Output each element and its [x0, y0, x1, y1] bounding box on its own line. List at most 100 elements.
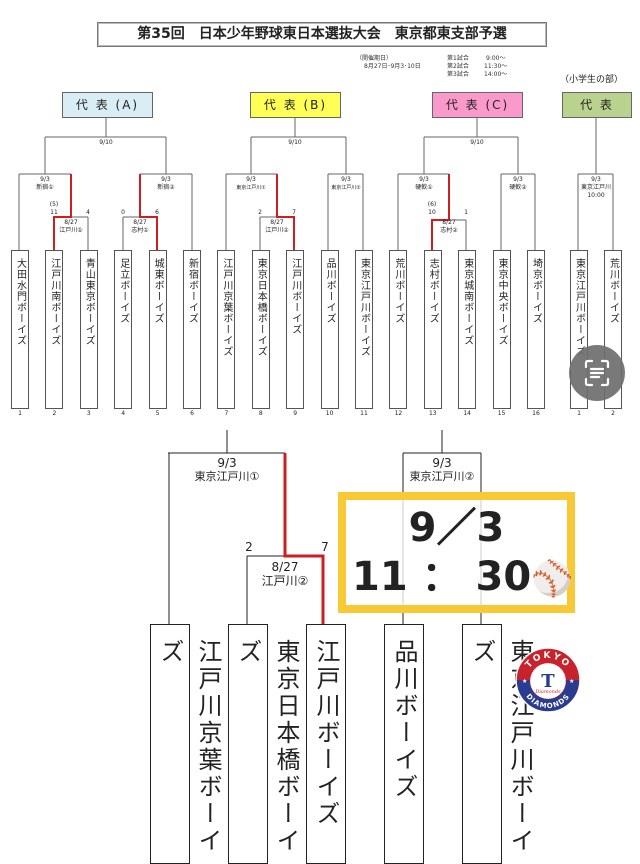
scan-icon — [584, 359, 610, 387]
game-3-label: 第3試合 — [447, 71, 469, 78]
semi-venue: 新宿① — [36, 184, 54, 191]
score-left: 2 — [258, 209, 262, 216]
team-name: 大田水門ボーイズ — [14, 258, 26, 346]
team-name: 青山東京ボーイズ — [83, 258, 95, 346]
team-seed: 7 — [224, 410, 229, 417]
zoomed-team-name: 江戸川ボーイズ — [312, 639, 340, 828]
score-right: 4 — [86, 209, 90, 216]
semi-date: 9/3 — [341, 176, 351, 183]
team-box: 新宿ボーイズ — [183, 250, 201, 409]
team-name: 東京城南ボーイズ — [461, 258, 473, 346]
zoomed-team-box: 東京日本橋ボーイズ — [228, 624, 300, 864]
team-seed: 4 — [121, 410, 126, 417]
team-seed: 8 — [258, 410, 263, 417]
game-2-label: 第2試合 — [447, 63, 469, 70]
representative-b-box: 代 表 (B) — [250, 92, 341, 118]
zoom-semi-2-venue: 東京江戸川② — [409, 470, 475, 483]
semi-venue: 新宿② — [157, 184, 175, 191]
team-name: 江戸川南ボーイズ — [48, 258, 60, 346]
representative-elementary-box: 代 表 — [562, 92, 632, 118]
team-seed: 14 — [463, 410, 471, 417]
team-name: 品川ボーイズ — [324, 258, 336, 324]
elementary-label: （小学生の部） — [560, 75, 624, 85]
semi-venue: 東京江戸川 — [580, 184, 612, 191]
overlay-time: 11 ： 30 — [352, 554, 532, 600]
score-right: 6 — [155, 209, 159, 216]
score-right: 1 — [464, 209, 468, 216]
scan-text-button[interactable] — [569, 345, 625, 401]
zoomed-team-name: 品川ボーイズ — [390, 639, 418, 801]
overlay-date: 9／3 — [408, 505, 505, 551]
team-name: 東京江戸川ボーイズ — [358, 258, 370, 357]
zoom-first-round-date: 8/27 — [271, 560, 299, 574]
score-right: 7 — [292, 209, 296, 216]
game-2-time: 11:30〜 — [484, 63, 508, 70]
team-box: 江戸川ボーイズ — [286, 250, 305, 409]
team-box: 東京日本橋ボーイズ — [251, 250, 270, 409]
team-name: 荒川ボーイズ — [607, 258, 619, 324]
final-date: 9/10 — [288, 139, 302, 146]
team-box: 埼京ボーイズ — [527, 250, 545, 409]
team-seed: 11 — [360, 410, 368, 417]
semi-date: 9/3 — [161, 176, 171, 183]
tournament-title: 第35回 日本少年野球東日本選抜大会 東京都東支部予選 — [97, 22, 547, 47]
team-box: 荒川ボーイズ — [389, 250, 408, 409]
semi-date: 9/3 — [419, 176, 429, 183]
zoomed-team-box: 江戸川京葉ボーイズ — [150, 624, 222, 864]
team-box: 東京江戸川ボーイズ — [355, 250, 373, 409]
score-note: (5) — [49, 201, 59, 208]
first-round-date: 8/27 — [133, 219, 147, 226]
team-box: 志村ボーイズ — [423, 250, 442, 409]
team-box: 大田水門ボーイズ — [11, 250, 29, 409]
dates: 8月27日･9月3･10日 — [364, 63, 421, 70]
team-name: 城東ボーイズ — [152, 258, 164, 324]
semi-venue: 硬軟① — [415, 184, 433, 191]
team-name: 志村ボーイズ — [427, 258, 439, 324]
zoom-semi-1-venue: 東京江戸川① — [194, 470, 260, 483]
score-left: 11 — [50, 209, 58, 216]
game-time-overlay: 9／3 11 ： 30⚾ — [338, 492, 575, 613]
team-box: 城東ボーイズ — [148, 250, 167, 409]
team-seed: 6 — [190, 410, 194, 417]
tokyo-diamonds-logo: TOKYO DIAMONDS ★ ★ T Diamonds — [515, 647, 581, 713]
team-seed: 2 — [611, 410, 615, 417]
dates-label: （開催期日） — [356, 55, 393, 62]
team-name: 荒川ボーイズ — [392, 258, 404, 324]
semi-venue: 東京江戸川① — [236, 185, 266, 191]
final-date: 9/10 — [99, 139, 113, 146]
first-round-date: 8/27 — [270, 219, 284, 226]
team-name: 埼京ボーイズ — [530, 258, 542, 324]
game-1-time: 9:00〜 — [486, 55, 506, 62]
zoomed-team-box: 品川ボーイズ — [384, 624, 424, 864]
first-round-venue: 志村② — [440, 227, 458, 234]
representative-a-box: 代 表 (A) — [62, 92, 153, 118]
game-3-time: 14:00〜 — [484, 71, 508, 78]
team-box: 東京城南ボーイズ — [458, 250, 477, 409]
team-seed: 16 — [532, 410, 540, 417]
zoomed-team-name: 江戸川京葉ボーイズ — [156, 639, 222, 855]
team-name: 足立ボーイズ — [117, 258, 129, 324]
first-round-venue: 江戸川① — [59, 227, 83, 234]
final-date: 9/10 — [470, 139, 484, 146]
team-seed: 9 — [293, 410, 298, 417]
baseball-icon: ⚾ — [531, 559, 574, 599]
zoom-first-round-venue: 江戸川② — [261, 574, 309, 588]
team-seed: 5 — [155, 410, 160, 417]
svg-text:Diamonds: Diamonds — [534, 689, 561, 695]
zoomed-team-name: 東京日本橋ボーイズ — [234, 639, 300, 855]
team-name: 東京日本橋ボーイズ — [255, 258, 267, 357]
first-round-date: 8/27 — [442, 219, 456, 226]
team-seed: 1 — [577, 410, 581, 417]
team-seed: 12 — [394, 410, 403, 417]
team-box: 東京中央ボーイズ — [492, 250, 511, 409]
team-name: 江戸川京葉ボーイズ — [220, 258, 232, 357]
team-seed: 10 — [325, 410, 334, 417]
team-box: 青山東京ボーイズ — [79, 250, 98, 409]
team-box: 足立ボーイズ — [114, 250, 133, 409]
team-seed: 1 — [18, 410, 22, 417]
semi-time: 10:00 — [587, 192, 605, 199]
team-name: 東京中央ボーイズ — [496, 258, 508, 346]
first-round-venue: 志村① — [131, 227, 149, 234]
semi-date: 9/3 — [591, 176, 601, 183]
zoomed-team-box: 東京江戸川ボーイズ — [462, 624, 534, 864]
